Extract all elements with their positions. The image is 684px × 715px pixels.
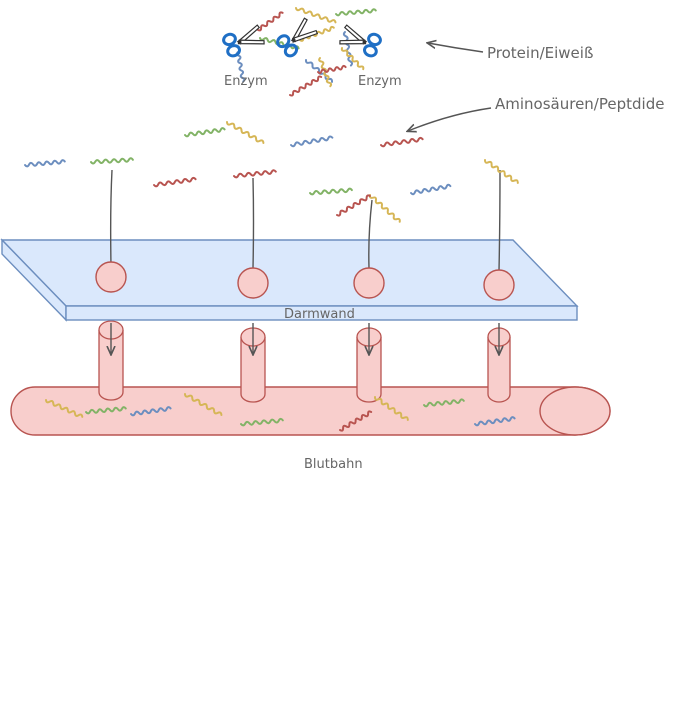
peptide-squiggle [335,8,377,17]
intestinal-wall [0,238,579,322]
peptide-squiggle [339,410,373,432]
amino-pointer-arrow [408,107,492,131]
peptide-squiggle [259,37,300,50]
peptide-squiggle [45,399,84,418]
channel [98,320,124,401]
wall-label: Darmwand [284,307,355,322]
receptor [483,269,515,301]
scissors-icon [339,24,382,58]
peptide-squiggle [317,64,347,75]
peptide-squiggle [226,121,265,144]
peptide-squiggle [340,47,365,71]
peptide-squiggle [289,75,323,97]
scissors-icon [222,24,265,58]
peptide-squiggle [184,127,226,138]
peptide-squiggle [233,169,277,179]
peptide-squiggle [184,393,223,416]
peptide-squiggle [290,135,334,148]
channel [487,323,511,403]
protein-pointer-arrow [428,43,484,53]
blood-label: Blutbahn [304,457,363,472]
receptor [237,267,269,299]
peptide-squiggle [342,31,354,67]
peptide-squiggle [295,7,337,24]
amino-label: Aminosäuren/Peptdide [495,95,664,113]
enzyme-label-right: Enzym [358,74,402,89]
scissors-icon [276,17,319,58]
transport-channels [98,320,511,403]
wall-front-face [65,305,578,321]
peptide-squiggle [153,176,197,188]
blood-vessel-opening [539,386,611,436]
peptide-squiggle [380,136,424,148]
channel [240,323,266,403]
receptor [353,267,385,299]
peptide-squiggle [336,194,371,217]
peptide-squiggle [474,416,516,427]
peptide-squiggle [24,159,66,168]
peptide-squiggle [368,194,401,223]
peptide-squiggle [309,187,353,196]
tether [368,199,373,269]
tether [498,169,501,272]
peptide-squiggle [235,51,246,83]
enzyme-label-left: Enzym [224,74,268,89]
peptide-squiggle [373,396,409,421]
peptide-squiggle [90,157,134,165]
peptide-squiggle [410,183,452,196]
tether [109,169,113,267]
peptide-squiggle [85,406,127,415]
peptide-squiggle [130,406,172,417]
enzymes [222,17,382,58]
receptor [95,261,127,293]
peptide-squiggle [483,159,519,184]
peptide-squiggle [240,417,284,427]
protein-label: Protein/Eiweiß [487,44,593,62]
tether [252,177,255,269]
peptide-squiggle [257,11,284,32]
channel [356,323,382,403]
amino-acids [24,121,519,432]
receptors [95,169,515,301]
peptide-squiggle [423,398,465,408]
